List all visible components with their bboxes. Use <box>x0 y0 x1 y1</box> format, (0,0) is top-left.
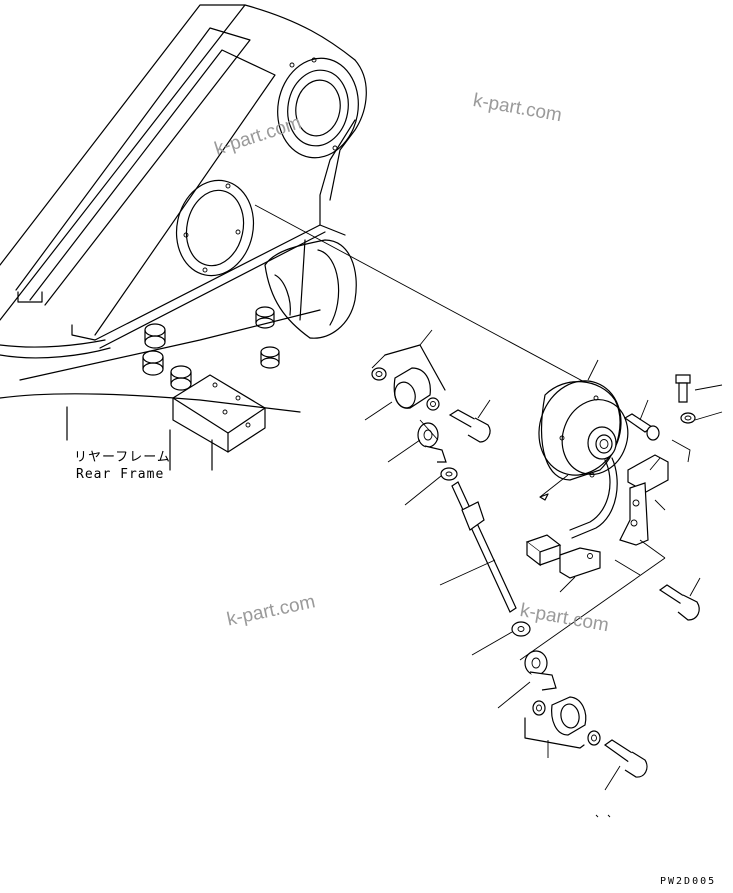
bolt-top-right <box>671 374 723 463</box>
upper-pin-bore <box>277 57 359 159</box>
mount-boss <box>264 239 357 339</box>
boom-structure <box>0 4 367 413</box>
clip <box>559 547 601 593</box>
drawing-code: PW2D005 <box>660 876 717 887</box>
rubber-mounts <box>142 306 280 391</box>
lower-pin-bore <box>175 179 255 277</box>
adjust-rod <box>404 467 517 613</box>
pulley-assembly <box>525 359 629 567</box>
rod-end-lower <box>471 621 557 709</box>
tick-mark <box>595 814 611 818</box>
cushion-assembly-upper <box>364 329 446 421</box>
rod-end-upper <box>387 419 447 463</box>
cushion-assembly-lower <box>524 696 601 758</box>
leader-bore-pulley <box>254 204 591 386</box>
leader-clip <box>614 559 641 576</box>
leader-bracket-diagonal <box>519 557 666 661</box>
sensor-bracket <box>619 454 669 546</box>
bolt-right <box>658 577 701 621</box>
pulley-bolt <box>623 399 660 441</box>
bolt-upper <box>448 399 491 443</box>
rear-frame-en-label: Rear Frame <box>76 467 165 482</box>
rear-frame-bracket <box>66 374 266 471</box>
leader-bracket <box>639 539 666 559</box>
bolt-lower <box>603 739 648 791</box>
rear-frame-jp-label: リヤーフレーム <box>74 450 171 465</box>
